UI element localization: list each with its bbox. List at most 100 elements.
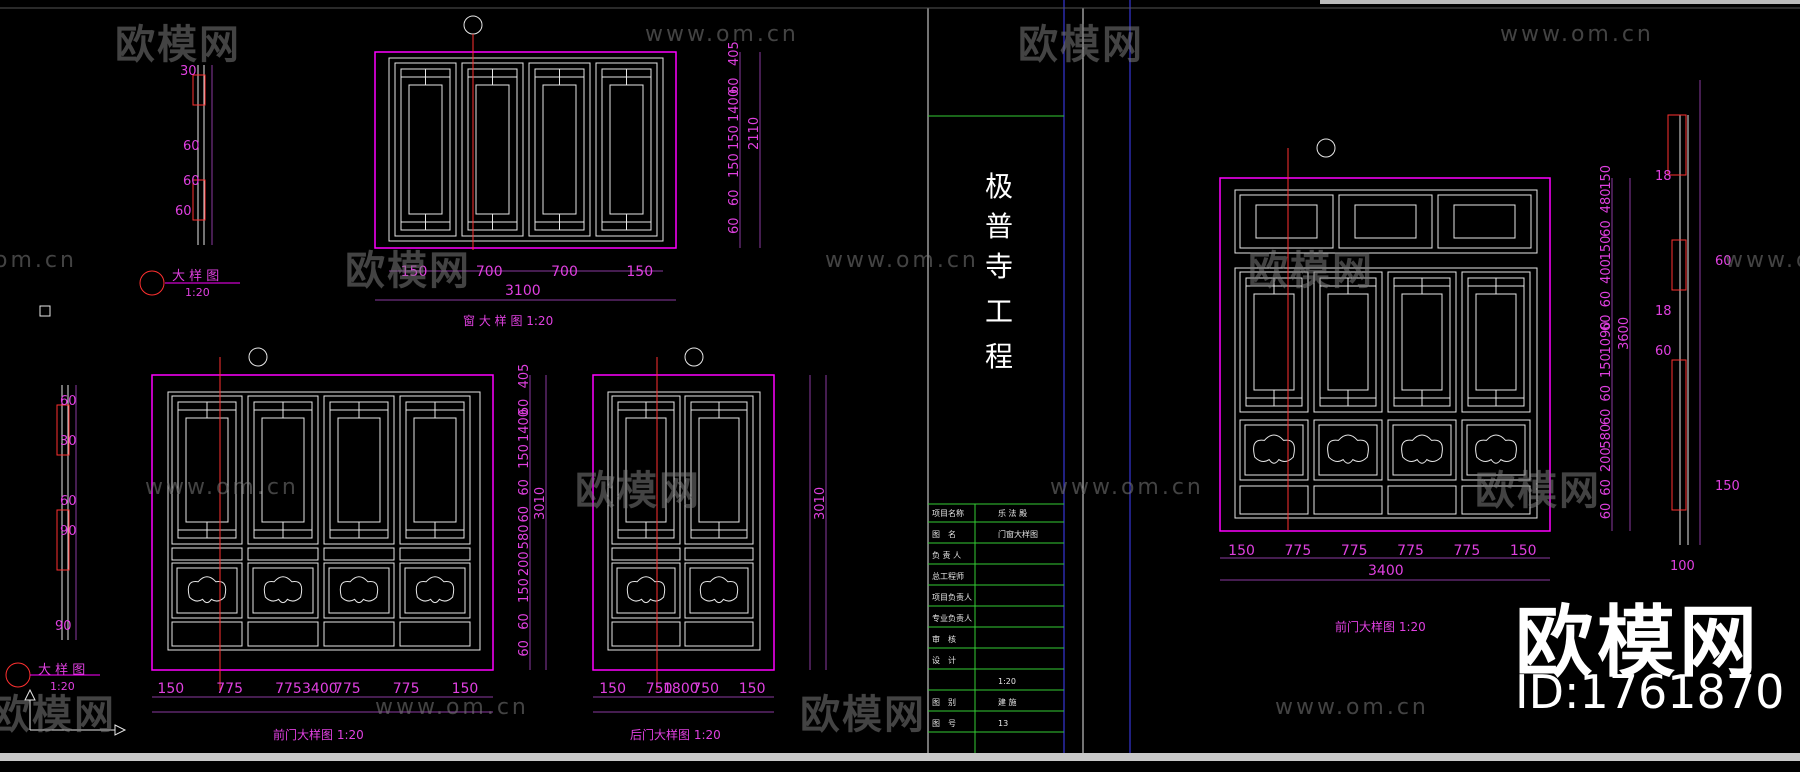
watermark-logo: 欧模网 xyxy=(1475,468,1601,514)
door-bottom xyxy=(1313,485,1383,515)
dimension-text: 150 xyxy=(727,125,742,150)
dimension-text: 750 xyxy=(692,681,719,697)
door-leaf xyxy=(611,395,681,545)
dimension-text: 775 xyxy=(334,681,361,697)
dimension-text: 150 xyxy=(401,264,428,280)
dimension-text: 150 xyxy=(599,681,626,697)
titleblock-label: 图 名 xyxy=(932,529,956,539)
dimension-text: 60 xyxy=(517,479,532,496)
transom-inner xyxy=(1255,204,1318,239)
carved-panel xyxy=(1461,419,1531,481)
front-door-elevation xyxy=(151,347,547,713)
dimension-text: 3600 xyxy=(1617,317,1632,350)
dimension-text: 60 xyxy=(727,217,742,234)
cloud-carving xyxy=(263,576,303,604)
cloud-carving xyxy=(1253,434,1295,464)
dimension-text: 60 xyxy=(1599,479,1614,496)
door-bottom xyxy=(247,621,319,647)
carved-panel-inner xyxy=(252,567,314,614)
section-detail-left-bottom xyxy=(5,305,100,688)
dimension-text: 60 xyxy=(727,189,742,206)
dimension-text: 150 xyxy=(1228,543,1255,559)
cloud-carving xyxy=(187,576,227,604)
dimension-text: 400 xyxy=(1599,259,1614,284)
watermark-logo: 欧模网 xyxy=(345,248,471,294)
carved-panel xyxy=(399,562,471,619)
dimension-text: 2110 xyxy=(747,117,762,150)
section-dim-text: 30 xyxy=(180,64,197,79)
titleblock-value: 门窗大样图 xyxy=(998,529,1038,539)
brand-name: 欧模网 xyxy=(1515,598,1762,688)
carved-panel-inner xyxy=(404,567,466,614)
dimension-text: 60 xyxy=(727,77,742,94)
door-bottom xyxy=(323,621,395,647)
dimension-text: 405 xyxy=(727,41,742,66)
door-bottom xyxy=(399,621,471,647)
carved-panel-inner xyxy=(1392,424,1452,476)
project-title-char: 寺 xyxy=(985,250,1014,283)
dimension-text: 150 xyxy=(517,444,532,469)
right-door-total-dim: 3400 xyxy=(1368,563,1404,579)
dimension-text: 580 xyxy=(1599,424,1614,449)
watermark-logo: 欧模网 xyxy=(1018,22,1144,68)
dimension-text: 480 xyxy=(1599,188,1614,213)
dimension-text: 775 xyxy=(1341,543,1368,559)
back-door-total-dim: 1800 xyxy=(663,681,699,697)
dimension-text: 150 xyxy=(727,153,742,178)
titleblock-label: 图 号 xyxy=(932,719,956,728)
cloud-carving xyxy=(1327,434,1369,464)
door-bottom xyxy=(684,621,754,647)
watermark-url: www.om.cn xyxy=(1050,475,1204,500)
titleblock-label: 总工程师 xyxy=(932,571,964,581)
dimension-text: 150 xyxy=(1510,543,1537,559)
dimension-text: 1400 xyxy=(727,89,742,122)
titleblock-label: 图 别 xyxy=(932,698,956,707)
project-title-char: 普 xyxy=(985,210,1014,243)
transom-panel xyxy=(1239,194,1334,249)
watermark-url: www.om.cn xyxy=(1500,22,1654,47)
dimension-text: 150 xyxy=(739,681,766,697)
section-dim-text: 60 xyxy=(183,174,200,189)
door-leaf xyxy=(1313,271,1383,413)
dimension-text: 1400 xyxy=(517,409,532,442)
titleblock-value: 1:20 xyxy=(998,677,1016,686)
section-dim-text: 60 xyxy=(60,494,77,509)
detail-scale-1: 1:20 xyxy=(185,286,210,299)
project-title-char: 极 xyxy=(985,170,1014,203)
dimension-text: 60 xyxy=(517,399,532,416)
door-bottom xyxy=(171,621,243,647)
section-dim-text: 90 xyxy=(55,619,72,634)
titleblock-label: 专业负责人 xyxy=(932,613,972,623)
status-bar xyxy=(0,753,1800,761)
cloud-carving xyxy=(1401,434,1443,464)
dimension-text: 775 xyxy=(275,681,302,697)
door-bottom xyxy=(1461,485,1531,515)
dimension-text: 150 xyxy=(626,264,653,280)
watermark-logo: 欧模网 xyxy=(0,692,116,738)
titleblock-label: 项目名称 xyxy=(932,508,964,518)
dimension-text: 775 xyxy=(1397,543,1424,559)
door-bottom xyxy=(1387,485,1457,515)
dimension-text: 775 xyxy=(1285,543,1312,559)
dimension-text: 60 xyxy=(1599,220,1614,237)
brand-id: ID:1761870 xyxy=(1515,665,1785,719)
door-rail xyxy=(684,547,754,561)
door-leaf xyxy=(1387,271,1457,413)
titleblock-label: 设 计 xyxy=(932,655,956,665)
project-title-char: 程 xyxy=(985,340,1014,373)
titleblock-value: 13 xyxy=(998,719,1008,728)
carved-panel xyxy=(684,562,754,619)
ucs-icon xyxy=(24,688,127,736)
door-rail xyxy=(611,547,681,561)
dimension-text: 405 xyxy=(517,364,532,389)
door-leaf xyxy=(528,62,591,237)
transom-panel xyxy=(1338,194,1433,249)
door-rail xyxy=(323,547,395,561)
window-title: 窗 大 样 图 1:20 xyxy=(463,313,553,328)
carved-panel xyxy=(323,562,395,619)
watermark-logo: 欧模网 xyxy=(575,468,701,514)
door-rail xyxy=(247,547,319,561)
watermark-url: www.om.cn xyxy=(825,248,979,273)
